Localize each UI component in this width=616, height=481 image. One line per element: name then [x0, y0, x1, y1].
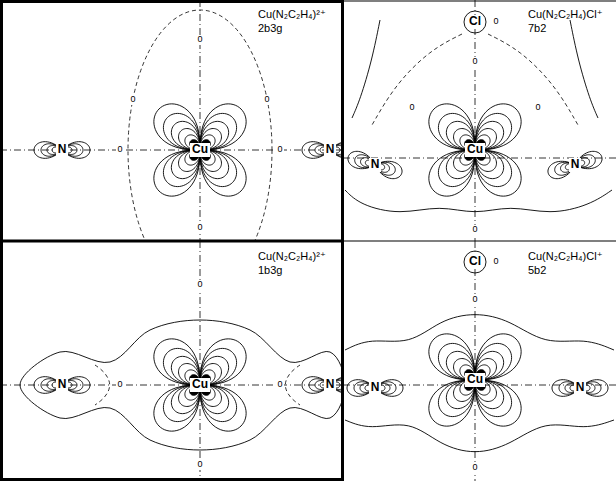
zero-contour-mark: 0	[534, 103, 541, 113]
panel-label: 2b3g	[258, 22, 282, 34]
atom-label: N	[574, 381, 587, 394]
orbital-contour	[345, 420, 614, 452]
zero-contour-mark: 0	[263, 95, 270, 105]
atom-label: Cl	[467, 15, 483, 28]
orbital-contour	[570, 20, 598, 118]
nodal-line	[488, 34, 578, 125]
orbital-contour	[20, 320, 343, 450]
nodal-line	[95, 365, 110, 405]
atom-label: Cl	[467, 255, 483, 268]
orbital-contour	[200, 150, 246, 196]
zero-contour-mark: 0	[116, 380, 123, 390]
atom-contour	[464, 251, 486, 273]
panel-plot	[0, 0, 343, 241]
panel-plot	[343, 241, 616, 481]
nodal-line	[128, 10, 272, 241]
atom-label: Cu	[465, 373, 485, 386]
orbital-contour	[345, 190, 612, 212]
atom-label: N	[324, 143, 337, 156]
nodal-line	[372, 34, 462, 125]
zero-contour-mark: 0	[196, 35, 203, 45]
zero-contour-mark: 0	[471, 225, 478, 235]
zero-contour-mark: 0	[196, 460, 203, 470]
nodal-line	[285, 365, 300, 405]
atom-contour	[464, 11, 486, 33]
panel-plot	[343, 0, 616, 241]
symmetry-axis	[0, 150, 343, 151]
zero-contour-mark: 0	[471, 57, 478, 67]
orbital-contour	[475, 150, 521, 196]
zero-contour-mark: 0	[471, 463, 478, 473]
atom-label: N	[56, 378, 69, 391]
zero-contour-mark: 0	[196, 223, 203, 233]
orbital-contour	[429, 380, 475, 426]
zero-contour-mark: 0	[492, 257, 499, 267]
orbital-contour	[154, 150, 200, 196]
zero-contour-mark: 0	[492, 17, 499, 27]
symmetry-axis	[200, 241, 201, 481]
zero-contour-mark: 0	[129, 95, 136, 105]
panel-label: Cu(N₂C₂H₄)Cl⁺	[528, 8, 602, 20]
orbital-contour	[154, 385, 200, 431]
zero-contour-mark: 0	[196, 280, 203, 290]
atom-label: Cu	[190, 378, 210, 391]
panel-label: 1b3g	[258, 264, 282, 276]
panel-plot	[0, 241, 343, 481]
atom-label: N	[369, 158, 382, 171]
panel-label: 5b2	[528, 264, 546, 276]
atom-label: N	[369, 381, 382, 394]
panel-border	[343, 0, 616, 1]
atom-label: N	[324, 378, 337, 391]
panel-border	[0, 240, 343, 243]
symmetry-axis	[0, 385, 343, 386]
atom-label: N	[569, 158, 582, 171]
orbital-contour	[352, 20, 380, 118]
panel-label: Cu(N₂C₂H₄)Cl⁺	[528, 250, 602, 262]
zero-contour-mark: 0	[276, 380, 283, 390]
orbital-contour	[200, 385, 246, 431]
zero-contour-mark: 0	[471, 295, 478, 305]
zero-contour-mark: 0	[408, 103, 415, 113]
orbital-contour	[429, 150, 475, 196]
symmetry-axis	[475, 241, 476, 481]
atom-label: N	[56, 143, 69, 156]
symmetry-axis	[475, 0, 476, 241]
atom-label: Cu	[190, 143, 210, 156]
zero-contour-mark: 0	[116, 145, 123, 155]
panel-label: Cu(N₂C₂H₄)²⁺	[258, 250, 326, 262]
panel-border	[343, 240, 616, 241]
zero-contour-mark: 0	[276, 145, 283, 155]
panel-label: 7b2	[528, 22, 546, 34]
orbital-contour	[345, 315, 614, 350]
panel-label: Cu(N₂C₂H₄)²⁺	[258, 8, 326, 20]
orbital-contour	[475, 380, 521, 426]
atom-label: Cu	[465, 143, 485, 156]
